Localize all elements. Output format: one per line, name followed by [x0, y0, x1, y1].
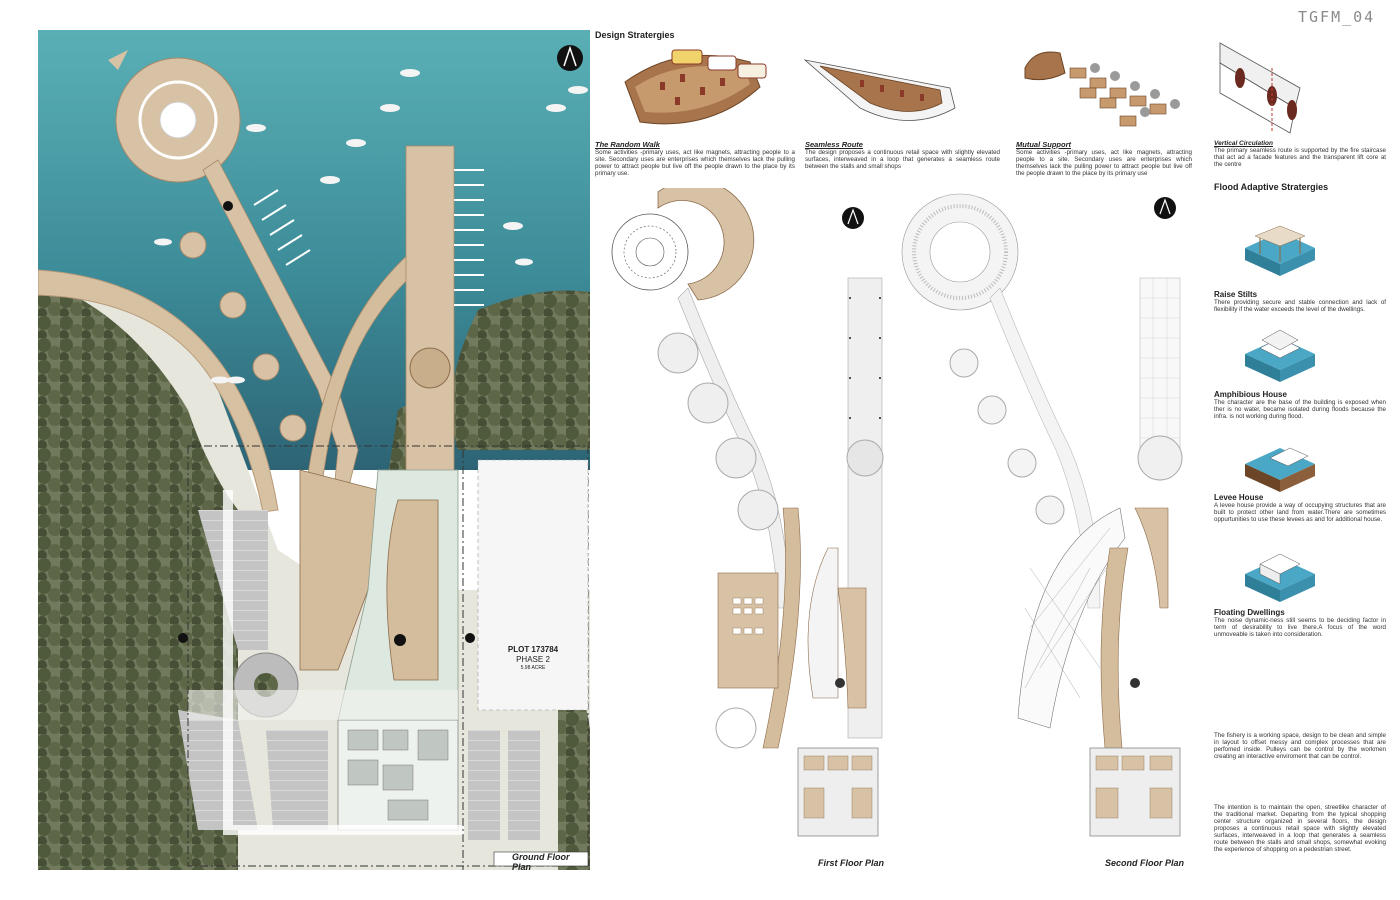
market-wing-left [299, 469, 379, 671]
parking-lower-left [178, 710, 258, 830]
strategy-seamless-route: Seamless Route The design proposes a con… [805, 140, 1000, 170]
right-tree-cluster [451, 290, 590, 450]
parking-right-1 [468, 730, 500, 840]
phase-2-plot [477, 459, 589, 711]
flood-title: Raise Stilts [1214, 290, 1258, 299]
section-markers [178, 201, 475, 643]
strategy-title: Mutual Support [1016, 140, 1071, 149]
site-plan-drawing [38, 30, 590, 870]
strategy-body: Some activities -primary uses, act like … [595, 149, 795, 177]
access-road [223, 490, 464, 835]
first-floor-plan: First Floor Plan [598, 188, 898, 878]
fishery-note: The fishery is a working space, design t… [1214, 732, 1386, 760]
parking-lower-mid [266, 730, 328, 830]
strategy-title: The Random Walk [595, 140, 660, 149]
random-walk-diagram [624, 49, 767, 125]
sheet-id: TGFM_04 [1298, 8, 1376, 26]
flood-floating-dwellings: Floating Dwellings The noise dynamic-nes… [1214, 608, 1386, 638]
flood-body: The noise dynamic-ness still seems to be… [1214, 617, 1386, 638]
mutual-support-diagram [1024, 51, 1180, 127]
raise-stilts-icon [1245, 225, 1315, 276]
plot-number: PLOT 173784 [507, 645, 559, 654]
second-floor-drawing [901, 193, 1183, 837]
amphibious-house-icon [1245, 329, 1315, 382]
strategy-body: Some activities -primary uses, act like … [1016, 149, 1192, 177]
plot-phase: PHASE 2 [516, 655, 550, 664]
flood-body: The character are the base of the buildi… [1214, 399, 1386, 420]
plot-area: 5.98 ACRE [520, 665, 546, 671]
plot-info: PLOT 173784 PHASE 2 5.98 ACRE [478, 645, 588, 671]
corner-trees [558, 694, 590, 870]
parking-right-2 [508, 730, 540, 840]
strategy-random-walk: The Random Walk Some activities -primary… [595, 140, 795, 177]
second-floor-plan-label: Second Floor Plan [1105, 858, 1185, 868]
floating-deck-2 [219, 291, 247, 319]
lift-core [394, 634, 406, 646]
scale-bar [493, 851, 589, 867]
strategy-vertical-circulation: Vertical Circulation The primary seamles… [1214, 140, 1386, 168]
ground-floor-plan: PLOT 173784 PHASE 2 5.98 ACRE Ground Flo… [38, 30, 590, 872]
ground-plan-label: Ground Floor Plan [512, 852, 570, 872]
floating-deck-1 [179, 231, 207, 259]
floating-deck-4 [279, 414, 307, 442]
strategy-mutual-support: Mutual Support Some activities -primary … [1016, 140, 1192, 177]
retail-loop [386, 499, 439, 681]
flood-body: A levee house provide a way of occupying… [1214, 502, 1386, 523]
seamless-route-diagram [803, 59, 956, 121]
flood-title: Floating Dwellings [1214, 608, 1285, 617]
strategy-title: Seamless Route [805, 140, 863, 149]
pier-node-circle [409, 347, 451, 389]
levee-house-icon [1245, 447, 1315, 492]
flood-title: Levee House [1214, 493, 1264, 502]
flood-raise-stilts: Raise Stilts There providing secure and … [1214, 290, 1386, 313]
design-strategies-heading: Design Stratergies [595, 30, 675, 40]
strategy-title: Vertical Circulation [1214, 140, 1273, 147]
floating-deck-3 [252, 353, 280, 381]
flood-body: There providing secure and stable connec… [1214, 299, 1386, 313]
strategy-body: The design proposes a continuous retail … [805, 149, 1000, 170]
second-floor-plan: Second Floor Plan [900, 188, 1200, 878]
flood-title: Amphibious House [1214, 390, 1287, 399]
first-floor-drawing [611, 188, 884, 837]
first-floor-plan-label: First Floor Plan [818, 858, 885, 868]
flood-strategies-heading: Flood Adaptive Stratergies [1214, 182, 1329, 192]
market-intention-note: The intention is to maintain the open, s… [1214, 804, 1386, 853]
flood-levee-house: Levee House A levee house provide a way … [1214, 493, 1386, 523]
north-arrow-icon [557, 45, 583, 71]
strategy-body: The primary seamless route is supported … [1214, 147, 1386, 168]
floating-dwellings-icon [1245, 553, 1315, 602]
flood-amphibious-house: Amphibious House The character are the b… [1214, 390, 1386, 420]
riverfront-promenade [38, 269, 279, 513]
vertical-circulation-diagram [1219, 42, 1301, 134]
boats [154, 69, 588, 384]
